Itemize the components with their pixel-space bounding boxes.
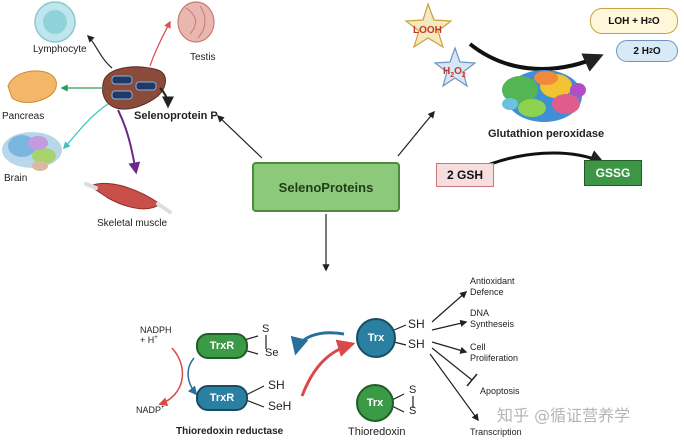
label-nadph: NADPH + H+ xyxy=(140,325,172,345)
arrow-trxr-cycle xyxy=(187,357,198,396)
inhibit-apoptosis xyxy=(431,347,473,381)
trx-oxidized-circle: Trx xyxy=(356,384,394,422)
trxr-sh-label: SH xyxy=(268,378,285,392)
star-looh xyxy=(404,2,453,49)
skeletal-muscle-illustration xyxy=(84,182,172,214)
arrow-to-cell xyxy=(431,341,468,354)
arrow-to-dna xyxy=(431,319,468,331)
selenoproteins-center-box: SelenoProteins xyxy=(252,162,400,212)
trx-sh-label-2: SH xyxy=(408,337,425,351)
testis-illustration xyxy=(177,1,215,43)
label-looh: LOOH xyxy=(413,25,442,36)
arrow-nadph-to-nadp xyxy=(158,347,184,406)
label-h2o2: H2O2 xyxy=(443,66,466,79)
label-selenoprotein-p: Selenoprotein P xyxy=(134,110,218,122)
arrow-to-testis xyxy=(149,20,171,67)
pancreas-illustration xyxy=(7,70,57,103)
trx-reduced-circle: Trx xyxy=(356,318,396,358)
function-transcription: Transcription xyxy=(470,427,522,437)
trxr-seh-label: SeH xyxy=(268,399,292,413)
label-thioredoxin: Thioredoxin xyxy=(348,426,406,438)
trx-sh-label-1: SH xyxy=(408,317,425,331)
arrow-trx-oxidized-to-reduced xyxy=(300,339,356,397)
trx-s-label-2: S xyxy=(409,405,417,417)
label-nadp: NADP+ xyxy=(136,405,165,415)
trxr-s-label: S xyxy=(262,323,270,335)
label-thioredoxin-reductase: Thioredoxin reductase xyxy=(176,426,284,437)
function-apoptosis: Apoptosis xyxy=(480,386,520,396)
lymphocyte-illustration xyxy=(34,1,76,43)
arrow-peroxide-to-products xyxy=(468,42,604,72)
trxr-se-label: Se xyxy=(265,347,279,359)
liver-illustration xyxy=(102,66,166,110)
arrow-to-antioxidant xyxy=(431,291,468,323)
arrow-to-lymphocyte xyxy=(86,34,113,69)
trxr-reduced-pill: TrxR xyxy=(196,385,248,411)
label-skeletal-muscle: Skeletal muscle xyxy=(97,218,168,229)
glutathion-peroxidase-structure xyxy=(502,70,586,122)
label-brain: Brain xyxy=(4,173,28,184)
star-h2o2 xyxy=(433,46,477,88)
arrow-to-brain xyxy=(63,103,109,150)
label-glutathion-peroxidase: Glutathion peroxidase xyxy=(488,128,605,140)
box-2gsh: 2 GSH xyxy=(436,163,494,187)
watermark: 知乎 @循证营养学 xyxy=(497,406,631,425)
arrow-center-to-gpx xyxy=(397,110,435,157)
label-pancreas: Pancreas xyxy=(2,111,45,122)
box-gssg: GSSG xyxy=(584,160,642,186)
trxr-oxidized-pill: TrxR xyxy=(196,333,248,359)
arrow-to-transcription xyxy=(429,353,479,422)
brain-illustration xyxy=(2,132,62,171)
arrow-to-skeletal-muscle xyxy=(117,109,141,175)
center-label: SelenoProteins xyxy=(278,179,374,195)
arrow-center-to-selenoprotein-p xyxy=(216,115,263,159)
trx-s-label-1: S xyxy=(409,384,417,396)
label-lymphocyte: Lymphocyte xyxy=(33,44,87,55)
arrow-reduced-to-oxidized-trxr xyxy=(290,331,345,356)
label-testis: Testis xyxy=(190,52,216,63)
arrow-liver-to-selenoprotein-p xyxy=(159,87,174,109)
